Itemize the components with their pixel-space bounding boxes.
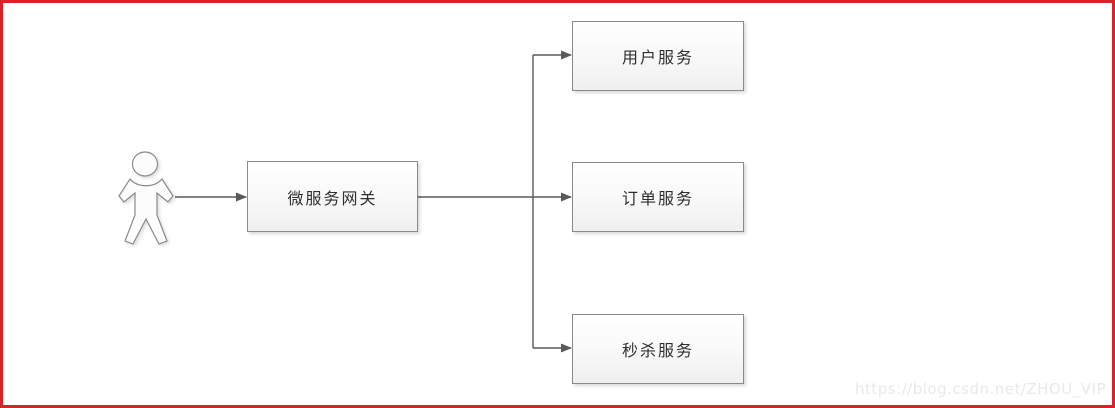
person-head <box>131 151 159 177</box>
node-order-service-label: 订单服务 <box>621 189 694 208</box>
person-icon <box>118 151 174 245</box>
node-gateway-label: 微服务网关 <box>287 188 378 208</box>
person-body <box>118 177 174 245</box>
node-seckill-service-label: 秒杀服务 <box>621 341 694 360</box>
node-seckill-service: 秒杀服务 <box>572 314 744 384</box>
node-user-service: 用户服务 <box>572 21 744 91</box>
watermark: https://blog.csdn.net/ZHOU_VIP <box>854 380 1106 398</box>
node-order-service: 订单服务 <box>572 162 744 232</box>
node-user-service-label: 用户服务 <box>621 48 694 67</box>
node-gateway: 微服务网关 <box>247 161 418 232</box>
connector-layer <box>118 50 572 353</box>
